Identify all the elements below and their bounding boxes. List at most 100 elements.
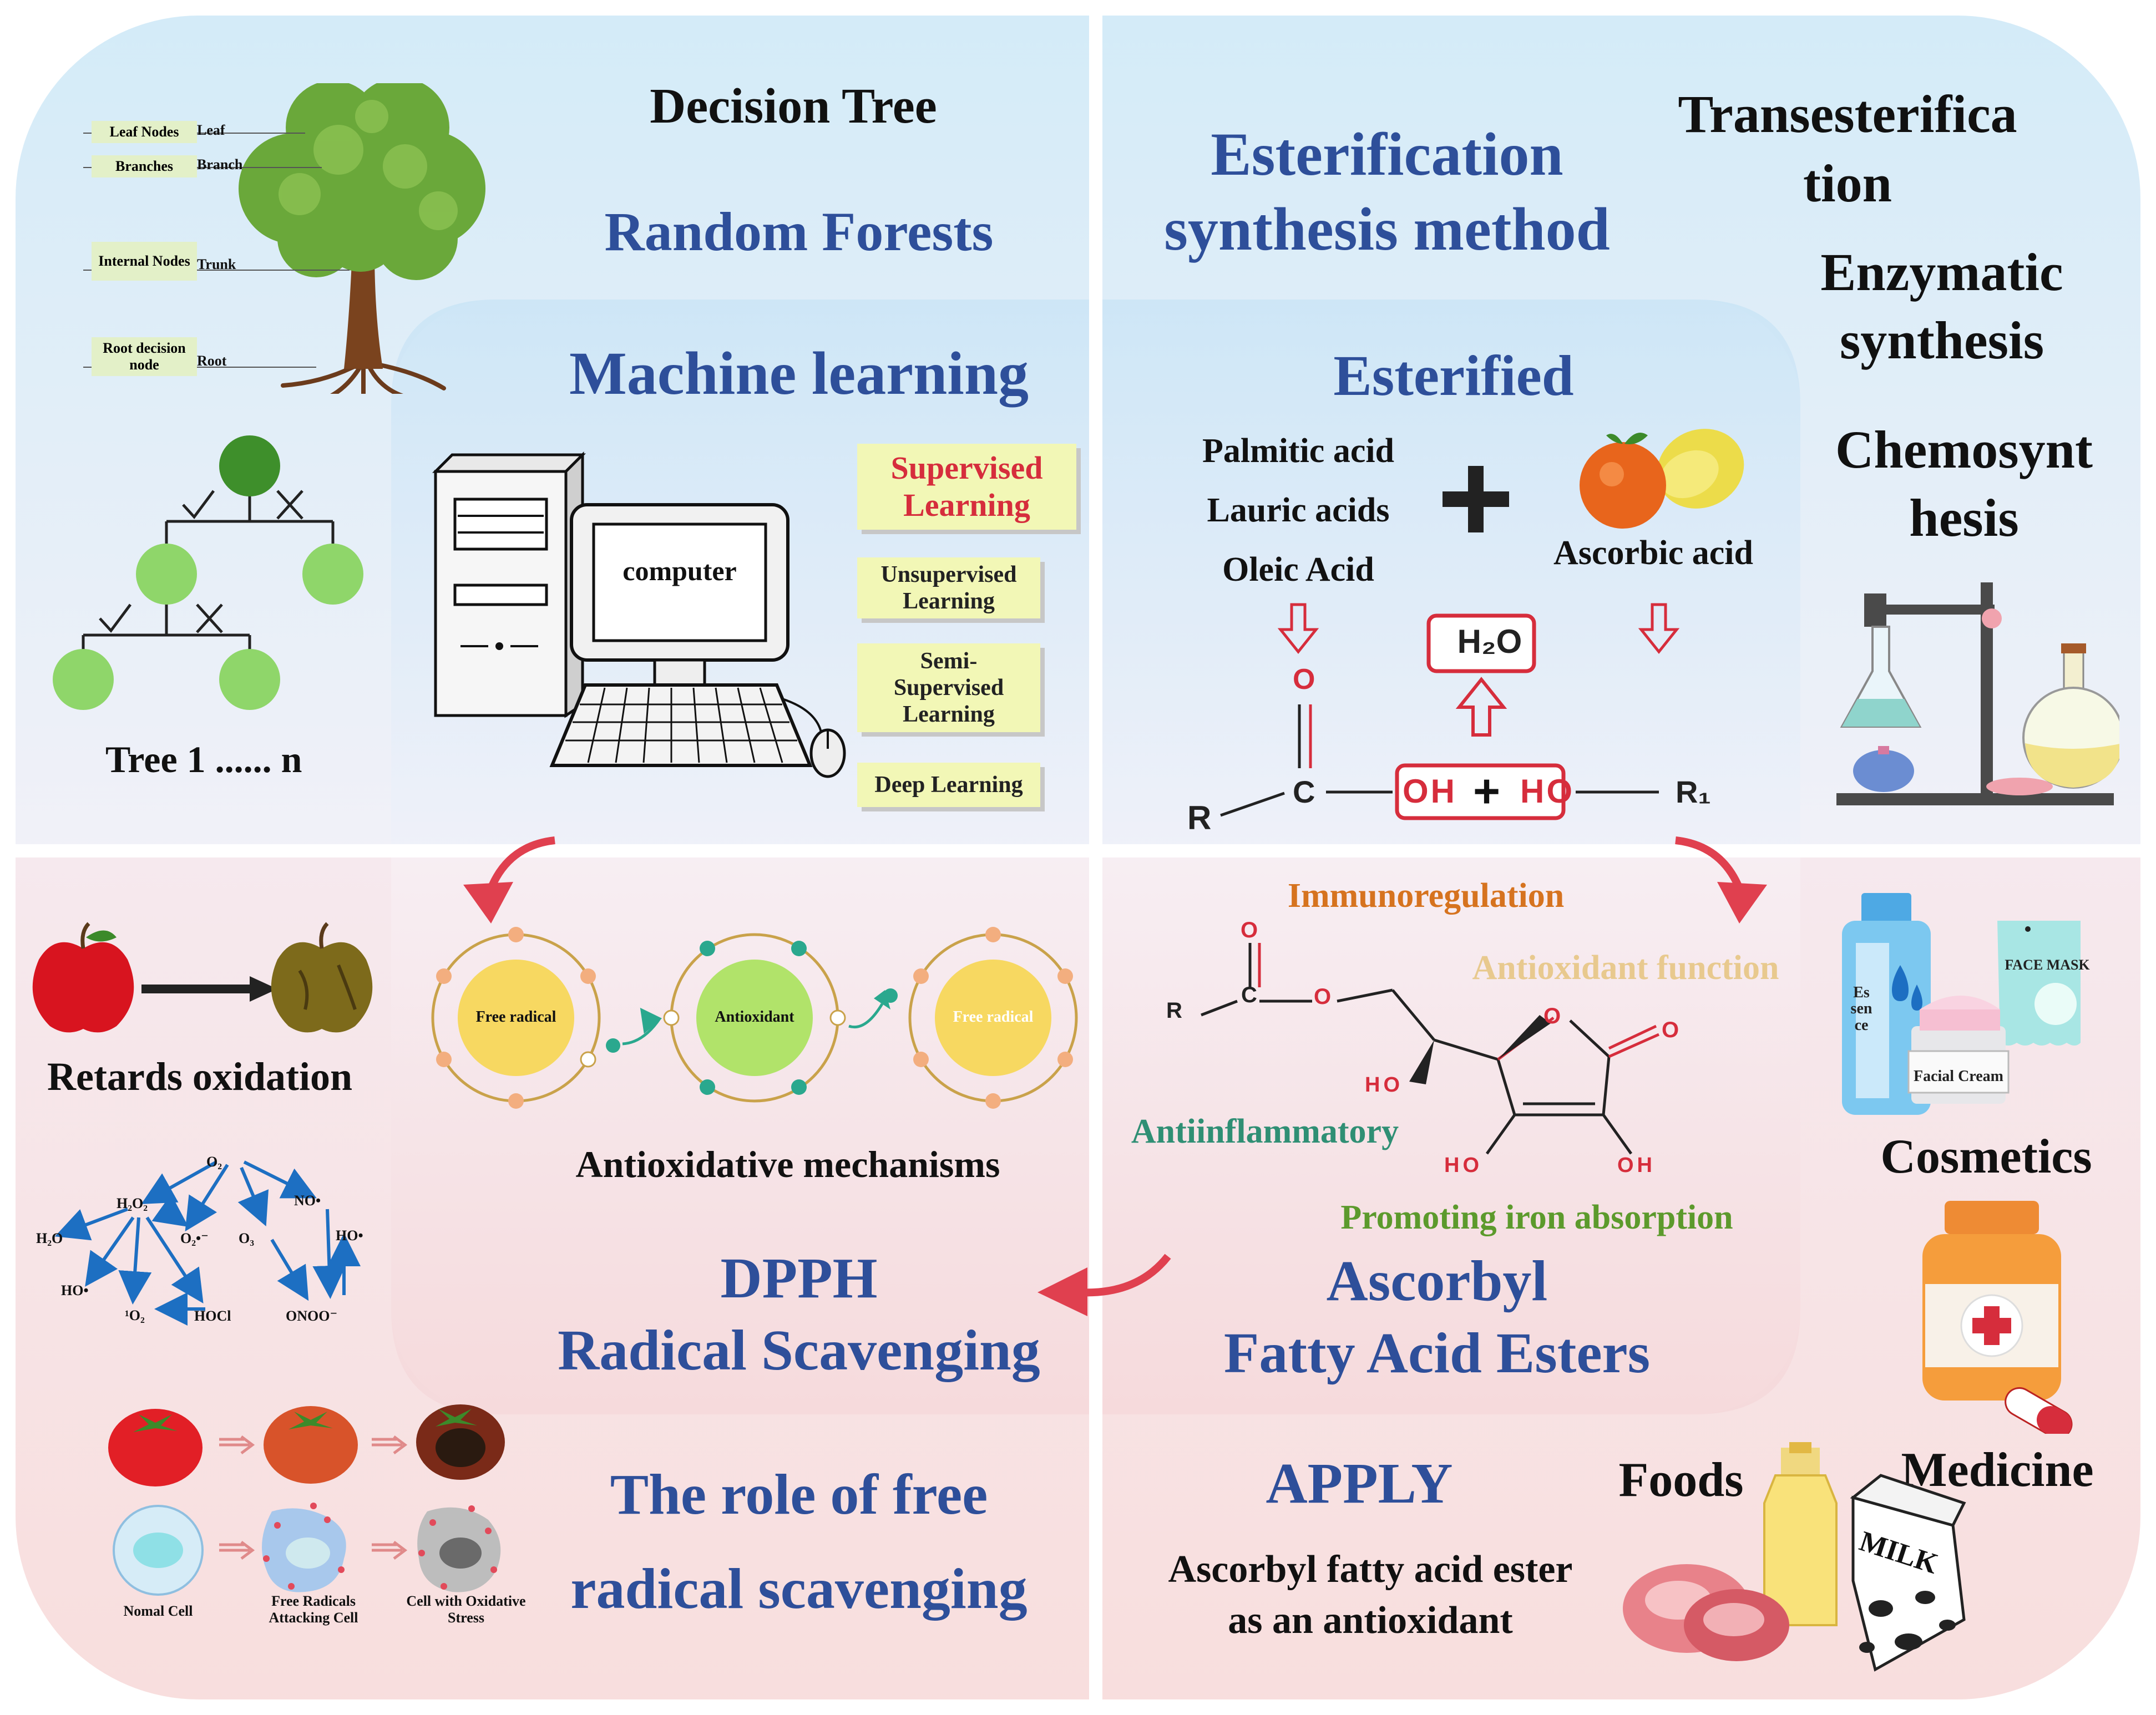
iron-absorption-label: Promoting iron absorption: [1340, 1199, 1733, 1236]
apply-desc-line-1: Ascorbyl fatty acid ester: [1168, 1548, 1573, 1591]
species-ho-right: HO•: [336, 1227, 363, 1244]
species-o3: O₃: [239, 1230, 255, 1246]
antioxidant-function-label: Antioxidant function: [1472, 949, 1779, 987]
cosmetics-label: Cosmetics: [1880, 1130, 2092, 1184]
ascorbyl-r: R: [1166, 998, 1182, 1023]
reaction-r: R: [1187, 799, 1212, 836]
tree-label-leaf-nodes: Leaf Nodes: [92, 121, 197, 143]
tree-label-internal-nodes: Internal Nodes: [92, 242, 197, 281]
medicine-icon: [1922, 1201, 2073, 1434]
semi-line-2: Supervised: [893, 674, 1004, 701]
species-h2o: H₂O: [36, 1230, 63, 1246]
ascorbic-acid-label: Ascorbic acid: [1553, 534, 1753, 572]
free-radical-left-label: Free radical: [475, 1008, 556, 1026]
enzymatic-line-2: synthesis: [1839, 311, 2044, 370]
computer-illustration: [432, 451, 846, 778]
facial-cream-label: Facial Cream: [1914, 1068, 2003, 1085]
species-singlet-o2: ¹O₂: [125, 1307, 145, 1323]
cell-label-normal: Nomal Cell: [123, 1603, 193, 1619]
radical-scavenging-title: Radical Scavenging: [558, 1318, 1040, 1382]
reaction-oh: OH: [1403, 773, 1457, 810]
dpph-title: DPPH: [720, 1246, 878, 1310]
ros-network-diagram: [54, 1160, 361, 1326]
antiinflammatory-label: Antiinflammatory: [1131, 1113, 1399, 1150]
species-h2o2: H₂O₂: [117, 1195, 148, 1211]
lauric-acids-label: Lauric acids: [1207, 491, 1390, 529]
water-label: H₂O: [1457, 623, 1522, 660]
random-forests-title: Random Forests: [604, 201, 994, 262]
transesterification-line-1: Transesterifica: [1678, 84, 2017, 144]
palmitic-acid-label: Palmitic acid: [1202, 432, 1395, 470]
cell-label-attacking: Free Radicals Attacking Cell: [269, 1593, 358, 1626]
computer-label: computer: [622, 555, 737, 586]
supervised-learning-box: Supervised Learning: [857, 444, 1076, 530]
esterification-reaction: [1220, 603, 1680, 820]
reaction-ho: HO: [1520, 773, 1575, 810]
antioxidant-mechanism-diagram: [431, 927, 1078, 1109]
antioxidative-mechanisms-label: Antioxidative mechanisms: [575, 1143, 1000, 1185]
semi-supervised-learning-box: Semi- Supervised Learning: [857, 643, 1040, 732]
decision-tree-title: Decision Tree: [650, 79, 937, 134]
chemosynthesis-line-1: Chemosynt: [1835, 420, 2093, 479]
immunoregulation-label: Immunoregulation: [1287, 877, 1565, 915]
semi-line-3: Learning: [903, 702, 995, 728]
role-title-line-2: radical scavenging: [570, 1557, 1028, 1621]
tomato-and-cell-icons: [108, 1404, 505, 1596]
esterification-title-line-2: synthesis method: [1164, 195, 1610, 263]
free-radical-right-label: Free radical: [953, 1008, 1034, 1026]
curved-arrow-left-icon: [463, 836, 555, 924]
supervised-line-1: Supervised: [890, 449, 1043, 486]
tree-caption: Tree 1 ...... n: [105, 738, 302, 780]
machine-learning-title: Machine learning: [569, 339, 1029, 407]
species-no: NO•: [294, 1193, 321, 1209]
species-hocl: HOCl: [194, 1308, 231, 1324]
foods-icon: [1623, 1442, 1966, 1672]
foods-label: Foods: [1618, 1453, 1744, 1507]
antioxidant-label: Antioxidant: [715, 1008, 794, 1026]
species-superoxide: O₂•⁻: [180, 1230, 209, 1246]
ascorbyl-title-line-2: Fatty Acid Esters: [1223, 1321, 1651, 1385]
tree-illustration: [83, 83, 485, 394]
ascorbyl-keto-o: O: [1662, 1018, 1679, 1042]
esterified-title: Esterified: [1333, 344, 1574, 408]
chemosynthesis-line-2: hesis: [1909, 488, 2019, 547]
plus-icon: [1443, 466, 1509, 532]
unsupervised-learning-box: Unsupervised Learning: [857, 557, 1040, 618]
ascorbyl-ho-ring: HO: [1444, 1154, 1482, 1177]
semi-line-1: Semi-: [920, 648, 978, 674]
retards-oxidation-label: Retards oxidation: [47, 1054, 353, 1099]
face-mask-label: FACE MASK: [2005, 957, 2090, 973]
ascorbyl-ester-structure: [1201, 943, 1660, 1155]
apply-desc-line-2: as an antioxidant: [1228, 1599, 1513, 1642]
species-ho-left: HO•: [61, 1282, 89, 1298]
tree-label-branch: Branch: [197, 156, 243, 172]
apply-title: APPLY: [1266, 1452, 1453, 1515]
ascorbyl-ester-o: O: [1314, 985, 1332, 1009]
reaction-r1: R₁: [1676, 774, 1711, 809]
species-o2: O₂: [206, 1154, 222, 1170]
esterification-title-line-1: Esterification: [1211, 120, 1563, 188]
ascorbyl-title-line-1: Ascorbyl: [1326, 1249, 1548, 1313]
essence-label: Essence: [1850, 984, 1872, 1034]
species-onoo: ONOO⁻: [286, 1308, 338, 1324]
tree-label-leaf: Leaf: [197, 122, 225, 138]
reaction-c: C: [1293, 774, 1315, 809]
tree-label-root: Root: [197, 353, 227, 369]
unsupervised-line-2: Learning: [903, 588, 995, 614]
curved-arrow-right-icon: [1675, 836, 1767, 924]
cell-label-oxidative-stress: Cell with Oxidative Stress: [406, 1593, 526, 1626]
reaction-plus: +: [1473, 765, 1501, 817]
apple-oxidation-icon: [32, 922, 373, 1033]
unsupervised-line-1: Unsupervised: [880, 561, 1017, 587]
lab-equipment-icon: [1836, 582, 2119, 805]
arrow-to-dpph-icon: [1037, 1254, 1171, 1316]
ascorbyl-ho-side: HO: [1365, 1073, 1403, 1097]
oleic-acid-label: Oleic Acid: [1222, 551, 1374, 588]
cosmetics-icon: [1842, 893, 2081, 1115]
medicine-label: Medicine: [1901, 1443, 2094, 1497]
ascorbyl-c: C: [1241, 983, 1257, 1007]
ascorbyl-ring-o: O: [1543, 1004, 1561, 1028]
decision-tree-graph: [53, 435, 363, 710]
transesterification-line-2: tion: [1803, 154, 1892, 213]
orange-lemon-icon: [1580, 429, 1744, 529]
